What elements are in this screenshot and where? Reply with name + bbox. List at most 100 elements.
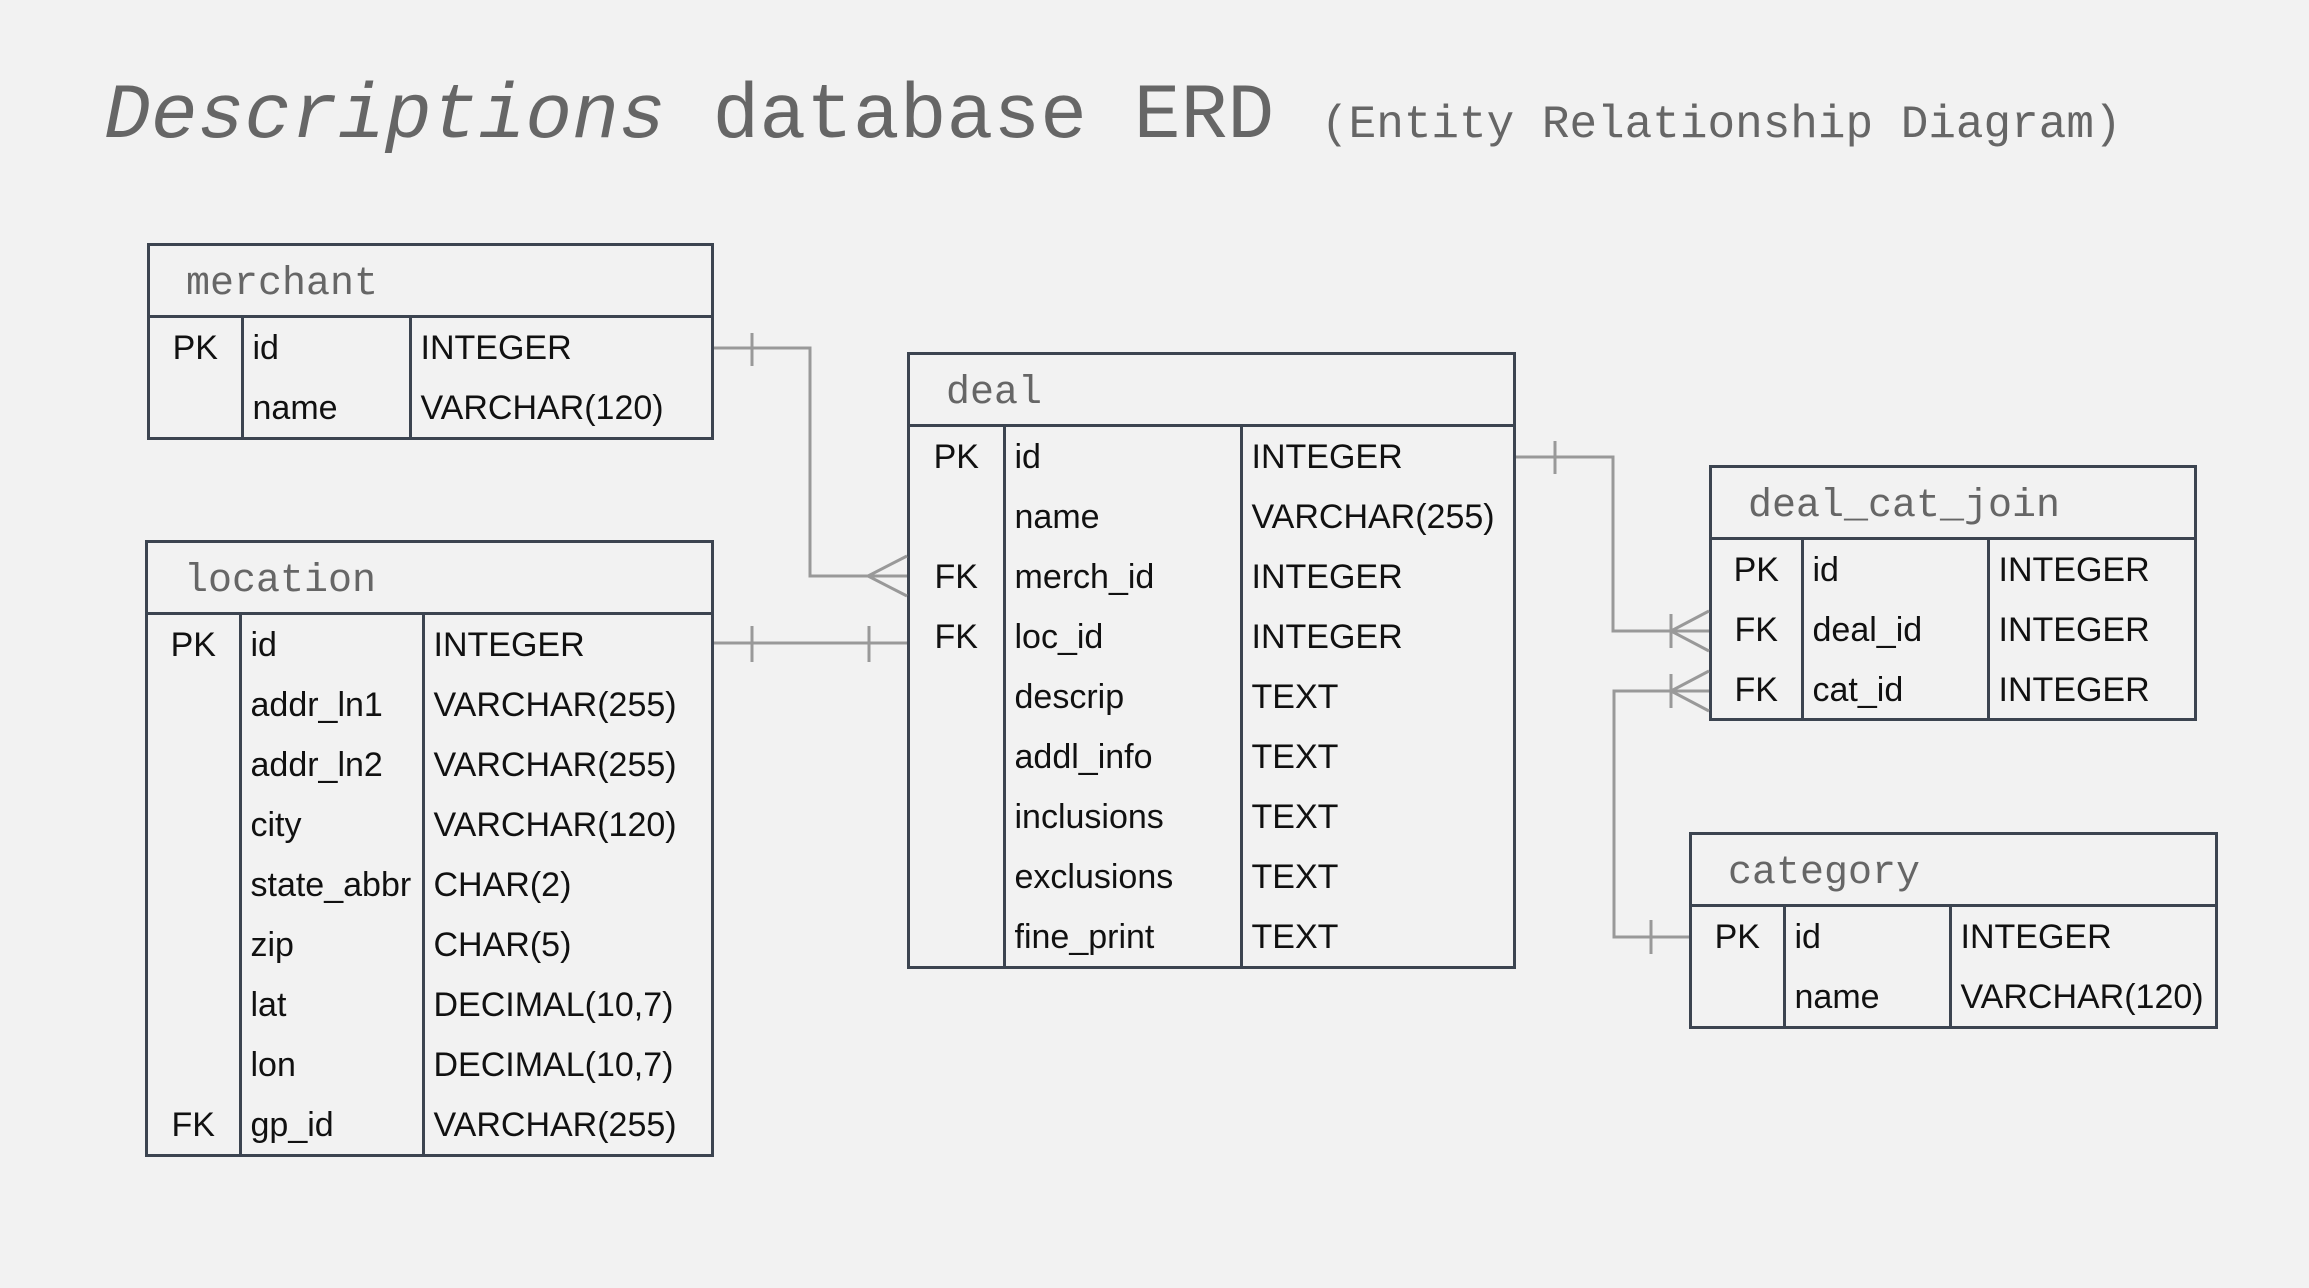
- field-key: FK: [1712, 600, 1804, 660]
- field-name: loc_id: [1004, 607, 1243, 667]
- field-type: INTEGER: [433, 625, 585, 664]
- field-name: addr_ln1: [240, 675, 425, 735]
- entity-title: category: [1692, 835, 2215, 907]
- field-type: INTEGER: [1998, 670, 2150, 709]
- field-key: [910, 727, 1006, 787]
- field-name: state_abbr: [240, 855, 425, 915]
- field-key: PK: [1712, 540, 1804, 600]
- field-name: id: [1784, 907, 1952, 967]
- field-key: [148, 1035, 242, 1095]
- field-type: INTEGER: [1998, 610, 2150, 649]
- field-type: DECIMAL(10,7): [433, 985, 674, 1024]
- field-type: INTEGER: [1998, 550, 2150, 589]
- entity-title: deal_cat_join: [1712, 468, 2194, 540]
- entity-title: deal: [910, 355, 1513, 427]
- field-key: [148, 855, 242, 915]
- field-name: gp_id: [240, 1095, 425, 1155]
- field-type: CHAR(5): [433, 925, 572, 964]
- field-key: FK: [148, 1095, 242, 1155]
- field-key: [1692, 967, 1786, 1027]
- field-type: INTEGER: [420, 328, 572, 367]
- field-type: DECIMAL(10,7): [433, 1045, 674, 1084]
- field-name: name: [242, 378, 412, 438]
- relationship-merchant-deal: [714, 333, 908, 598]
- field-type: INTEGER: [1960, 917, 2112, 956]
- field-key: [148, 735, 242, 795]
- field-name: city: [240, 795, 425, 855]
- field-type: VARCHAR(120): [433, 805, 677, 844]
- field-name: addl_info: [1004, 727, 1243, 787]
- field-key: [910, 847, 1006, 907]
- field-key: [150, 378, 244, 438]
- field-key: [910, 907, 1006, 967]
- relationship-deal-dealcatjoin: [1516, 441, 1710, 653]
- field-key: PK: [148, 615, 242, 675]
- field-type: INTEGER: [1251, 437, 1403, 476]
- title-subtitle: (Entity Relationship Diagram): [1321, 99, 2122, 151]
- field-name: cat_id: [1802, 660, 1990, 720]
- entity-title: merchant: [150, 246, 711, 318]
- field-type: VARCHAR(255): [433, 1105, 677, 1144]
- title-main: database ERD: [665, 73, 1322, 161]
- field-key: PK: [1692, 907, 1786, 967]
- field-name: name: [1004, 487, 1243, 547]
- field-key: FK: [910, 547, 1006, 607]
- field-key: [148, 675, 242, 735]
- field-name: zip: [240, 915, 425, 975]
- field-name: id: [1004, 427, 1243, 487]
- field-name: deal_id: [1802, 600, 1990, 660]
- field-name: inclusions: [1004, 787, 1243, 847]
- field-name: name: [1784, 967, 1952, 1027]
- field-name: merch_id: [1004, 547, 1243, 607]
- relationship-category-dealcatjoin: [1612, 669, 1710, 954]
- field-name: id: [240, 615, 425, 675]
- field-type: CHAR(2): [433, 865, 572, 904]
- field-type: INTEGER: [1251, 557, 1403, 596]
- field-name: fine_print: [1004, 907, 1243, 967]
- field-key: [148, 915, 242, 975]
- field-name: addr_ln2: [240, 735, 425, 795]
- relationship-location-deal: [714, 626, 907, 662]
- field-type: VARCHAR(255): [433, 685, 677, 724]
- field-type: VARCHAR(120): [1960, 977, 2204, 1016]
- field-name: id: [242, 318, 412, 378]
- field-key: [910, 787, 1006, 847]
- field-key: [148, 975, 242, 1035]
- field-key: FK: [910, 607, 1006, 667]
- field-key: [148, 795, 242, 855]
- field-key: PK: [910, 427, 1006, 487]
- field-type: TEXT: [1251, 677, 1339, 716]
- crowfoot-marker: [864, 554, 908, 598]
- field-key: FK: [1712, 660, 1804, 720]
